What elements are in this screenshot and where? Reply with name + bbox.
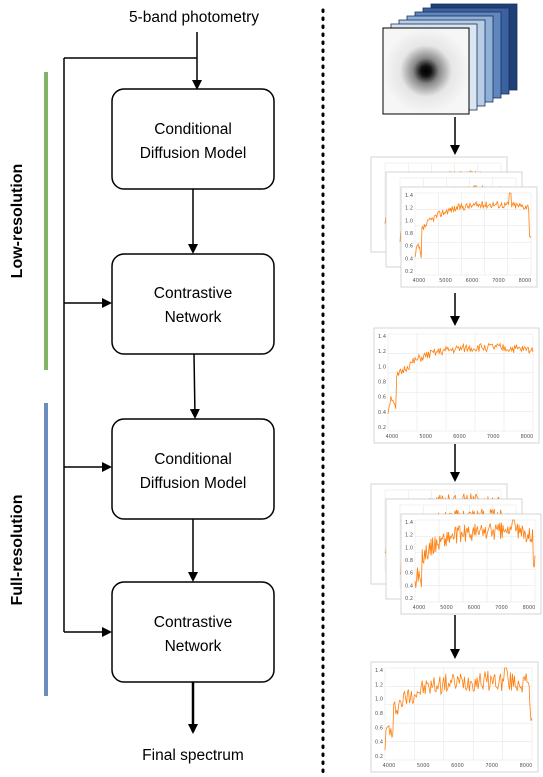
- y-tick-label: 1.2: [405, 533, 413, 539]
- stage-diffusion-full-line1: Conditional: [154, 451, 232, 468]
- stage-contrastive-low-line2: Network: [165, 309, 222, 326]
- y-tick-label: 0.6: [375, 725, 383, 731]
- y-tick-label: 1.2: [405, 206, 413, 212]
- galaxy-image: [382, 27, 470, 115]
- y-tick-label: 1.0: [405, 218, 413, 224]
- stage-box-contrastive-full: Contrastive Network: [111, 581, 275, 683]
- y-tick-label: 1.4: [405, 193, 413, 199]
- spectrum-line: [414, 519, 536, 588]
- input-label: 5-band photometry: [129, 9, 259, 26]
- photometry-feed-lines: [63, 57, 197, 637]
- y-tick-label: 0.6: [405, 571, 413, 577]
- x-tick-label: 6000: [466, 278, 479, 284]
- y-tick-label: 0.8: [405, 231, 413, 237]
- x-tick-label: 7000: [492, 278, 505, 284]
- x-tick-label: 7000: [487, 434, 500, 440]
- y-tick-label: 0.2: [405, 269, 413, 275]
- y-tick-label: 0.8: [378, 380, 386, 386]
- x-tick-label: 7000: [495, 605, 508, 611]
- low-resolution-label: Low-resolution: [9, 164, 26, 279]
- y-tick-label: 0.4: [405, 256, 413, 262]
- y-tick-label: 1.4: [405, 520, 413, 526]
- flow-arrows: [188, 32, 202, 734]
- y-tick-label: 0.4: [375, 740, 383, 746]
- x-tick-label: 6000: [468, 605, 481, 611]
- y-tick-label: 0.2: [375, 754, 383, 760]
- x-tick-label: 8000: [523, 605, 536, 611]
- stage-box-diffusion-low: Conditional Diffusion Model: [111, 88, 275, 190]
- photometry-image-stack: [382, 3, 518, 115]
- stage-diffusion-low-line2: Diffusion Model: [140, 145, 247, 162]
- stage-contrastive-full-line2: Network: [165, 638, 222, 655]
- x-tick-label: 6000: [451, 763, 464, 769]
- full-resolution-label: Full-resolution: [9, 494, 26, 605]
- stage-diffusion-low-line1: Conditional: [154, 121, 232, 138]
- x-tick-label: 5000: [419, 434, 432, 440]
- stage-box-diffusion-full: Conditional Diffusion Model: [111, 418, 275, 520]
- y-tick-label: 1.4: [375, 668, 383, 674]
- y-tick-label: 0.6: [405, 244, 413, 250]
- x-tick-label: 5000: [439, 278, 452, 284]
- stage-diffusion-full-line2: Diffusion Model: [140, 475, 247, 492]
- y-tick-label: 0.2: [405, 596, 413, 602]
- x-tick-label: 5000: [417, 763, 430, 769]
- x-tick-label: 8000: [520, 763, 533, 769]
- x-tick-label: 4000: [386, 434, 399, 440]
- y-tick-label: 1.0: [375, 697, 383, 703]
- y-tick-label: 1.0: [378, 364, 386, 370]
- x-tick-label: 7000: [485, 763, 498, 769]
- y-tick-label: 1.0: [405, 545, 413, 551]
- output-label: Final spectrum: [142, 747, 244, 764]
- stage-contrastive-low-line1: Contrastive: [154, 285, 232, 302]
- x-tick-label: 8000: [521, 434, 534, 440]
- y-tick-label: 0.6: [378, 395, 386, 401]
- spectrum-line: [387, 342, 534, 414]
- y-tick-label: 0.4: [405, 583, 413, 589]
- y-tick-label: 1.2: [378, 349, 386, 355]
- stage-contrastive-full-line1: Contrastive: [154, 614, 232, 631]
- y-tick-label: 0.8: [405, 558, 413, 564]
- stage-box-contrastive-low: Contrastive Network: [111, 253, 275, 355]
- x-tick-label: 5000: [440, 605, 453, 611]
- y-tick-label: 0.2: [378, 425, 386, 431]
- spectrum-line: [384, 667, 533, 751]
- x-tick-label: 6000: [453, 434, 466, 440]
- spectrum-line: [414, 192, 532, 258]
- y-tick-label: 1.4: [378, 334, 386, 340]
- x-tick-label: 4000: [383, 763, 396, 769]
- y-tick-label: 0.8: [375, 711, 383, 717]
- y-tick-label: 0.4: [378, 410, 386, 416]
- x-tick-label: 4000: [413, 278, 426, 284]
- x-tick-label: 4000: [413, 605, 426, 611]
- x-tick-label: 8000: [519, 278, 532, 284]
- y-tick-label: 1.2: [375, 682, 383, 688]
